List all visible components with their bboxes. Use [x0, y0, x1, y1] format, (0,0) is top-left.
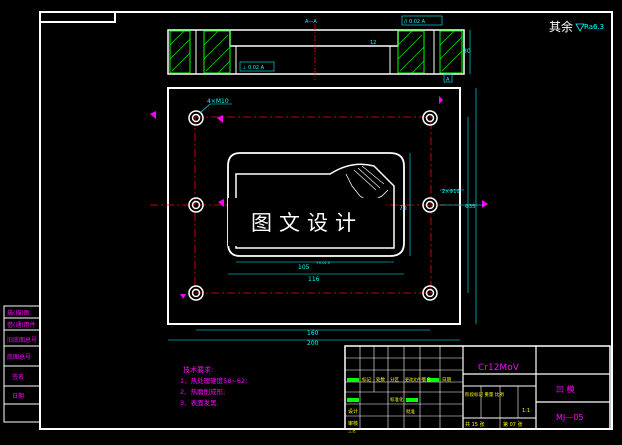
sheet-corner-mark: [40, 11, 116, 23]
dim-pin-callout: 2×Φ10: [442, 189, 460, 195]
scale: 1:1: [522, 408, 530, 414]
stage-header: 阶段标记 重量 比例: [465, 391, 504, 398]
left-revision-strip: 描(描)图 借(通)用件 旧底图总号 底图总号 签名 日期: [3, 305, 41, 423]
role-approve: 批准: [406, 408, 415, 415]
role-standard: 标准化: [390, 396, 404, 403]
pin-hole-right: [422, 197, 438, 213]
role-design: 设计: [348, 408, 358, 415]
dim-bore: Φ35: [465, 204, 475, 210]
section-label: A—A: [305, 19, 317, 25]
tech-note-3: 3、表面发黑.: [180, 398, 219, 407]
row-label-2: 分区: [390, 376, 399, 383]
gtol-bottom: ⊥ 0.02 A: [242, 65, 265, 71]
datum-box: [443, 73, 453, 83]
surface-note-value: Ra6.3: [584, 23, 604, 31]
tech-note-1: 1、热处理硬度58~62;: [180, 376, 247, 385]
dim-inner-width: 105: [298, 264, 310, 271]
strip-label-5: 日期: [12, 392, 24, 400]
dim-height-30: 30: [463, 48, 471, 55]
marker-icons: [150, 96, 488, 299]
die-cavity: [227, 152, 405, 257]
material: Cr12MoV: [478, 363, 520, 373]
dim-hole-pitch-x: 160: [307, 330, 319, 337]
role-process: 工艺: [348, 428, 356, 433]
dim-step-12: 12: [370, 40, 376, 46]
row-label-5: 日期: [442, 377, 451, 383]
hole-tl: [188, 110, 204, 126]
row-label-0: 标记: [362, 376, 371, 383]
strip-label-3: 底图总号: [7, 353, 31, 361]
sheet-border: [39, 11, 613, 430]
sheet-no: 第 07 张: [503, 421, 523, 428]
tech-notes-title: 技术要求:: [183, 365, 213, 374]
section-view: 30 12 // 0.02 A ⊥ 0.02 A A: [167, 15, 471, 83]
row-label-4: 签名: [422, 376, 431, 383]
hole-callout: 4×M10: [207, 98, 229, 105]
pin-hole-left: [188, 197, 204, 213]
hole-br: [422, 285, 438, 301]
tech-note-2: 2、热磨削成形;: [180, 387, 225, 396]
plan-view: [150, 87, 480, 325]
gtol-top: // 0.02 A: [404, 19, 426, 25]
dim-inner-height: 70: [399, 205, 407, 212]
dim-inner-width-tol: +0.02 0: [316, 261, 330, 265]
hole-tr: [422, 110, 438, 126]
title-block: [344, 345, 611, 430]
datum-label: A: [446, 77, 450, 83]
strip-label-4: 签名: [12, 373, 24, 381]
dim-overall-x: 200: [307, 340, 319, 347]
dim-overall-width-1: 116: [308, 276, 320, 283]
hole-bl: [188, 285, 204, 301]
dimensions: [168, 88, 484, 341]
role-review: 审核: [348, 420, 358, 427]
strip-label-1: 借(通)用件: [7, 321, 36, 329]
mounting-holes: [188, 110, 438, 301]
drawing-number: MJ—05: [556, 413, 583, 422]
strip-label-0: 描(描)图: [7, 309, 30, 317]
gtol-frame-top: [401, 15, 443, 26]
gtol-frame-bottom: [239, 61, 275, 72]
watermark: 图文设计: [228, 198, 386, 246]
strip-label-2: 旧底图总号: [7, 336, 37, 344]
roughness-icon: [575, 23, 585, 32]
row-label-1: 处数: [376, 376, 385, 383]
sheet-total: 共 15 张: [465, 421, 485, 428]
part-name: 凹 模: [556, 384, 575, 394]
row-label-3: 更改文件号: [405, 376, 425, 382]
surface-note-prefix: 其余: [549, 19, 573, 34]
